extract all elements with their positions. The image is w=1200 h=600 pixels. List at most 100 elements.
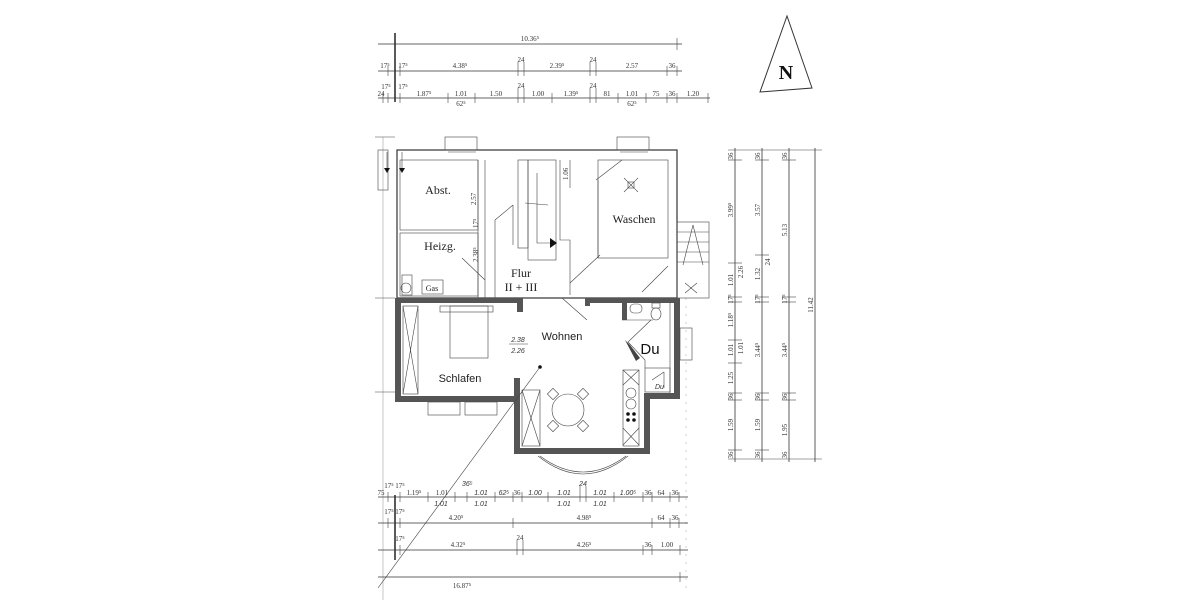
- dim: 75: [378, 489, 386, 497]
- dim: 24: [590, 82, 598, 90]
- dim: 24: [764, 258, 772, 266]
- room-label-heizg: Heizg.: [424, 239, 456, 253]
- dim: 1.01: [593, 490, 607, 497]
- room-labels: Abst. Heizg. Flur II + III Waschen Wohne…: [424, 183, 659, 385]
- dining-table-icon: [546, 387, 590, 433]
- room-label-du: Du: [640, 341, 659, 358]
- room-height-upper: 2.38: [510, 337, 525, 344]
- dim: 1.32: [754, 267, 762, 280]
- dim: 36: [514, 489, 522, 497]
- dim: 1.39⁵: [564, 90, 579, 98]
- dim: 3.44⁵: [781, 342, 789, 357]
- dim: 62⁵: [499, 490, 510, 497]
- heizg-height-dim: 2.38⁵: [472, 247, 480, 262]
- dim: 62⁵: [456, 100, 466, 108]
- dim: 1.95: [781, 423, 789, 436]
- dim: 1.59: [727, 418, 735, 431]
- dim: 36: [669, 90, 677, 98]
- dim: 17⁵: [754, 294, 762, 304]
- dim: 1.01: [436, 489, 449, 497]
- shower-icon: [651, 371, 665, 388]
- dim: 64: [658, 514, 666, 522]
- dim: 36: [781, 152, 789, 160]
- dim: 4.26⁵: [577, 541, 592, 549]
- right-dimension-lines: 36 3.99⁵ 1.01 17⁵ 1.18⁵ 1.01 1.25 36 1.5…: [727, 148, 822, 462]
- bed-icon: [439, 305, 494, 359]
- dim: 1.59: [754, 418, 762, 431]
- dim: 36: [645, 541, 653, 549]
- room-label-flur: Flur: [511, 266, 531, 280]
- dim: 1.01: [737, 341, 745, 354]
- gas-label: Gas: [426, 284, 438, 293]
- abst-height-dim: 2.57: [470, 192, 478, 205]
- dim: 36: [781, 451, 789, 459]
- dim: 24: [518, 56, 526, 64]
- dim: 3.99⁵: [727, 202, 735, 217]
- dim: 24: [378, 90, 386, 98]
- dim: 2.39⁵: [550, 62, 565, 70]
- north-label: N: [779, 62, 794, 84]
- dim: 1.01: [727, 273, 735, 286]
- top-dim-overall: 10.36⁵: [521, 35, 540, 43]
- room-height-lower: 2.26: [510, 348, 525, 355]
- dim: 1.01: [474, 501, 488, 508]
- dim: 4.32⁵: [451, 541, 466, 549]
- dim: 4.98⁵: [577, 514, 592, 522]
- dim: 36: [669, 62, 677, 70]
- ceiling-light-icon: [623, 177, 639, 193]
- dim: 36: [672, 489, 680, 497]
- dim: 17⁵: [727, 294, 735, 304]
- dim: 1.00: [661, 541, 674, 549]
- shower-label: Du: [655, 384, 664, 391]
- dim: 1.00⁵: [620, 490, 637, 497]
- building-outline: 1.06 Gas 2.57 2.38⁵ 17⁵: [375, 136, 710, 600]
- toilet-icon: [650, 302, 662, 321]
- dim: 1.00: [532, 90, 545, 98]
- dim: 17⁵: [384, 482, 394, 490]
- sink-icon: [629, 303, 643, 314]
- dim: 1.20: [687, 90, 700, 98]
- dim: 1.18⁵: [727, 312, 735, 327]
- bottom-dimension-lines: 36⁵ 75 17⁵ 17⁵ 1.19⁵ 1.01 1.01 62⁵ 36 1.…: [378, 481, 688, 590]
- dim: 1.01: [626, 90, 639, 98]
- room-label-wohnen: Wohnen: [542, 331, 583, 343]
- room-label-flur-floors: II + III: [505, 280, 538, 294]
- dim: 36: [672, 514, 680, 522]
- dim: 36: [727, 451, 735, 459]
- dim: 17⁵: [395, 508, 405, 516]
- dim: 36: [754, 451, 762, 459]
- dim: 36: [727, 393, 735, 401]
- heizg-gap-dim: 17⁵: [472, 218, 480, 228]
- dim: 4.38⁵: [453, 62, 468, 70]
- dim: 3.57: [754, 203, 762, 216]
- dim: 1.01: [434, 501, 448, 508]
- dim: 17⁵: [384, 508, 394, 516]
- dim: 1.50: [490, 90, 503, 98]
- dim: 36: [754, 152, 762, 160]
- dim: 24: [578, 481, 587, 488]
- dim: 16.87⁵: [453, 582, 472, 590]
- dim: 17⁵: [395, 535, 405, 543]
- dim: 17⁵: [395, 482, 405, 490]
- dim: 64: [658, 489, 666, 497]
- dim: 2.57: [626, 62, 639, 70]
- dim: 36: [727, 152, 735, 160]
- dim: 1.01: [557, 490, 571, 497]
- dim: 1.01: [474, 490, 488, 497]
- dim: 11.42: [807, 297, 815, 313]
- dim: 62⁵: [627, 100, 637, 108]
- dim: 1.01: [727, 343, 735, 356]
- north-arrow: N: [759, 14, 813, 93]
- room-label-waschen: Waschen: [612, 212, 655, 226]
- dim: 36: [781, 393, 789, 401]
- dim: 2.26: [737, 265, 745, 278]
- dim: 81: [604, 90, 612, 98]
- dim: 1.25: [727, 371, 735, 384]
- stair-arrow-icon: [550, 238, 557, 248]
- dim: 17⁵: [381, 83, 391, 91]
- dim: 1.01: [557, 501, 571, 508]
- dim: 1.00: [528, 490, 542, 497]
- dim: 1.01: [593, 501, 607, 508]
- dim: 17⁵: [781, 294, 789, 304]
